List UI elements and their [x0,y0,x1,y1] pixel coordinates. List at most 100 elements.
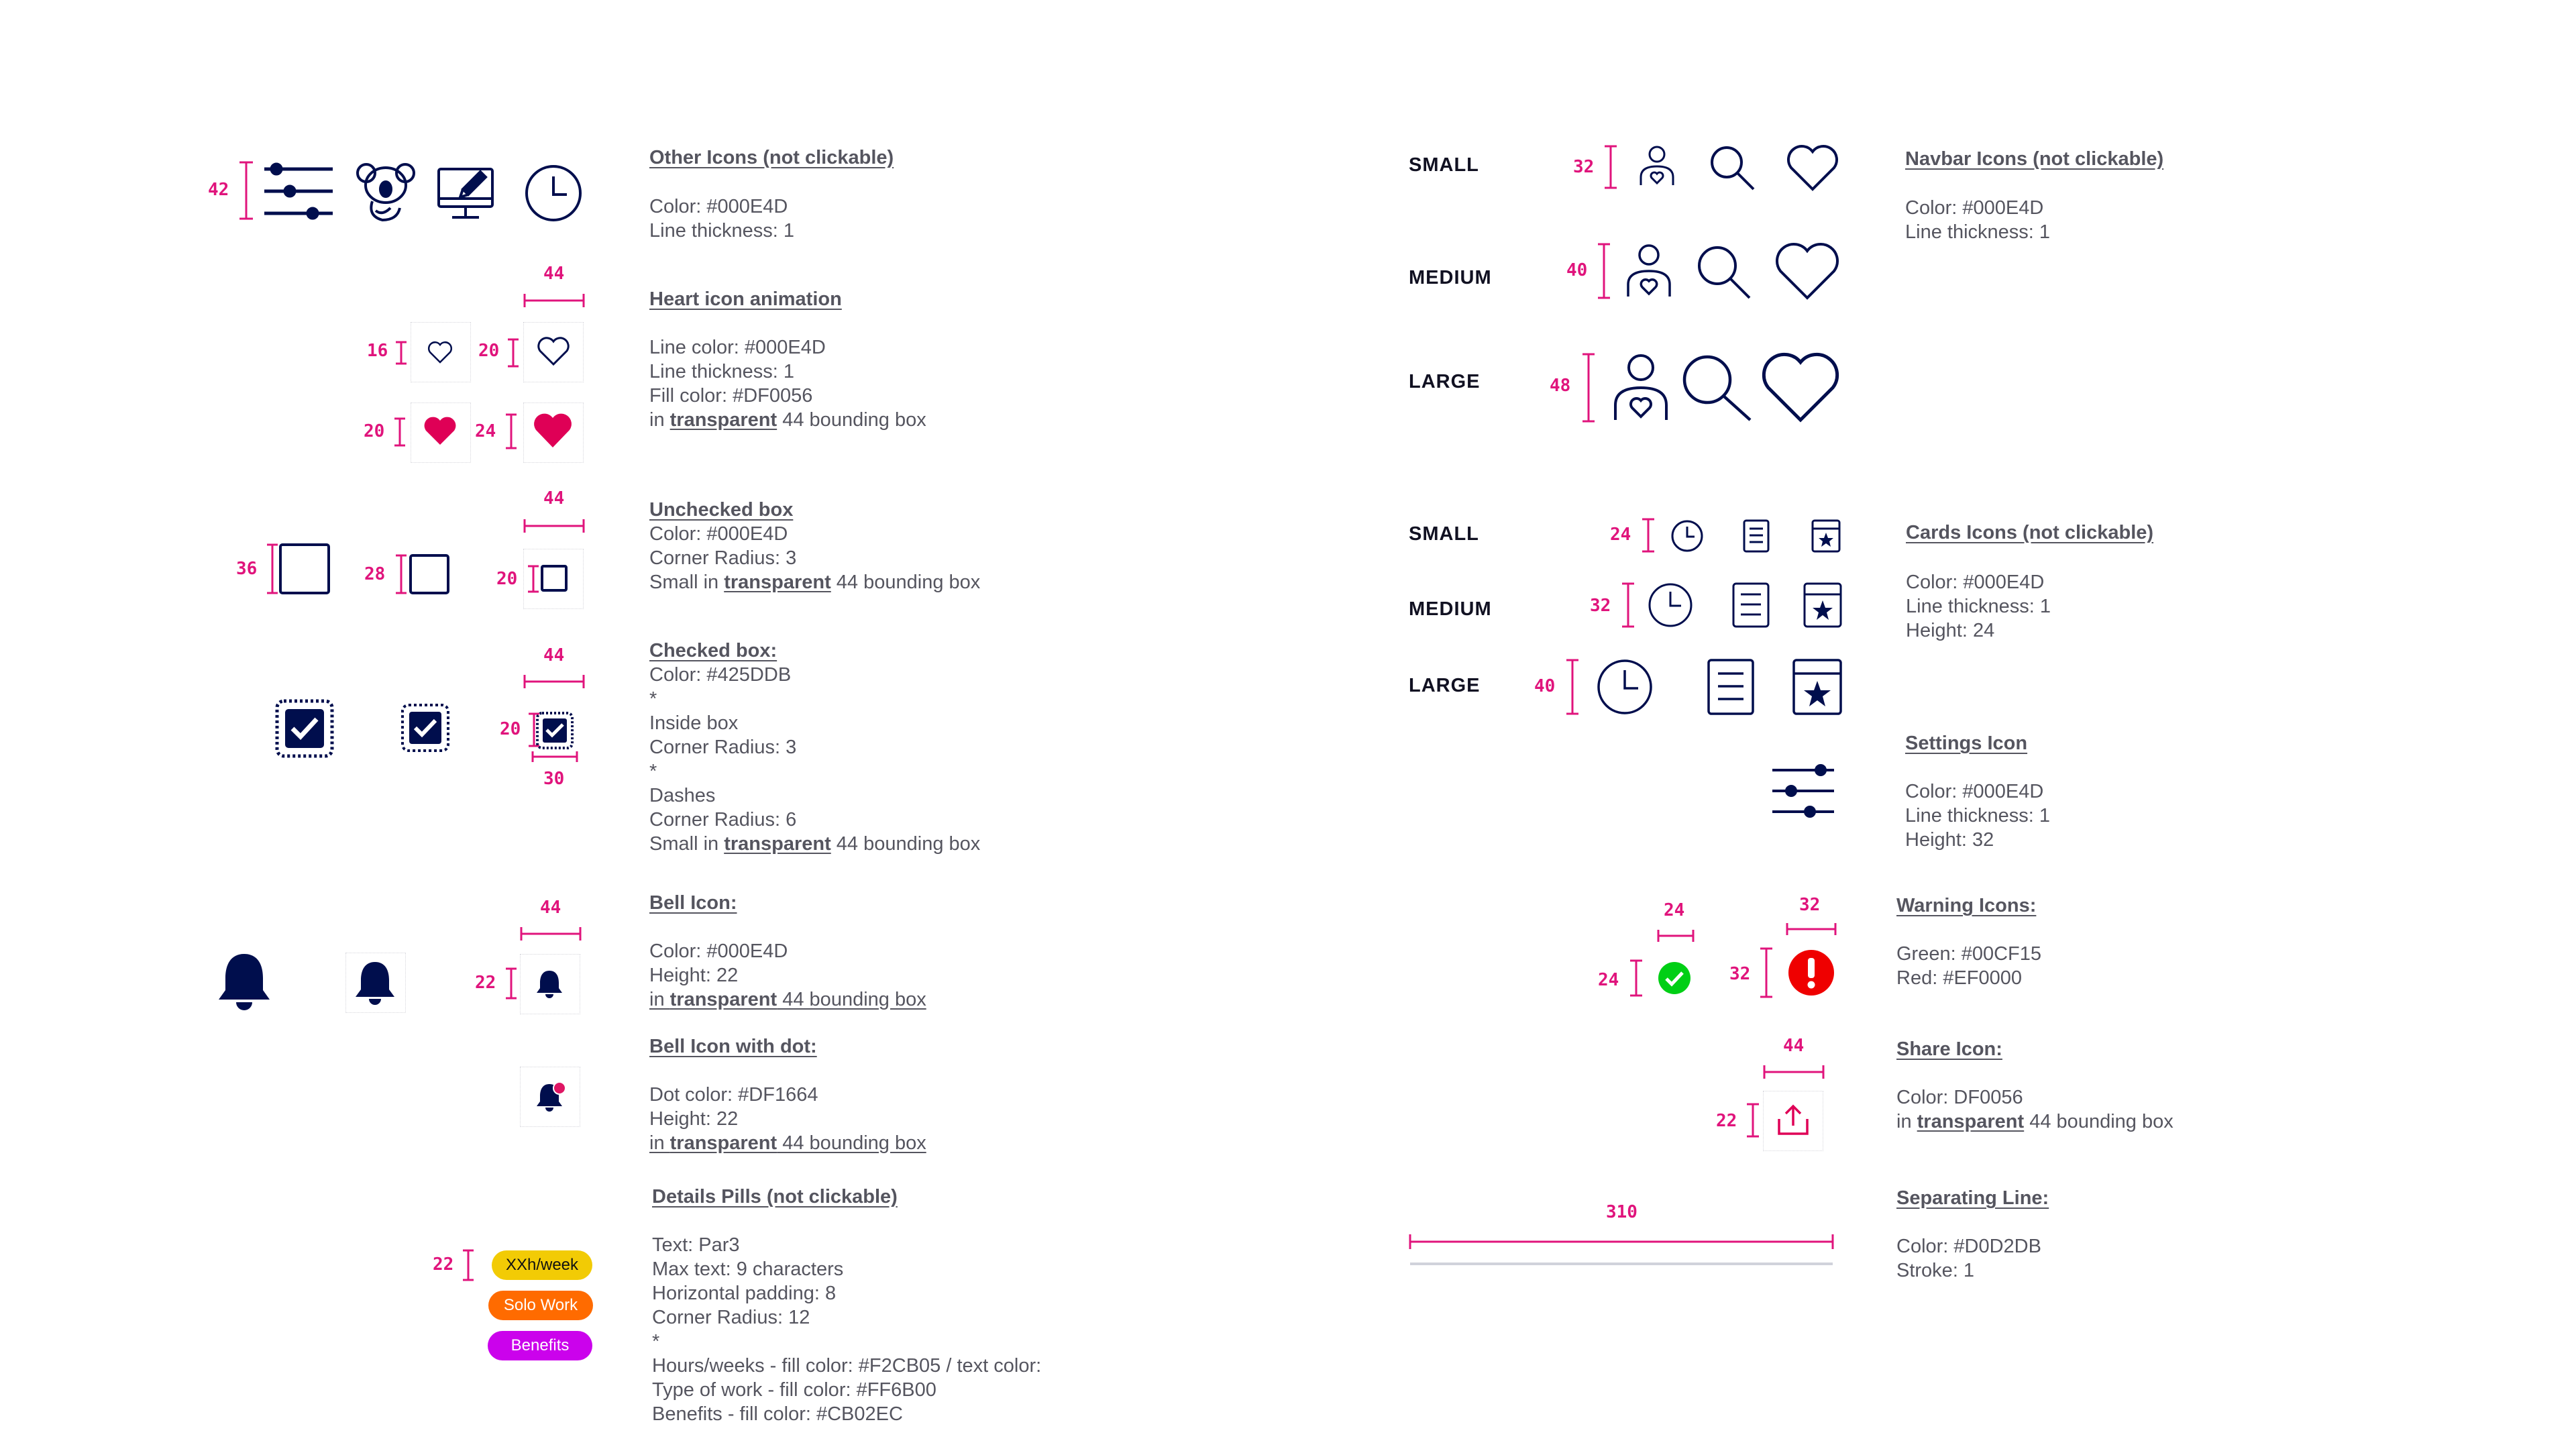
dimension-marker [239,161,253,220]
dimension-marker [528,565,539,593]
dimension-marker [1582,353,1595,423]
heart-outline-icon [428,341,452,364]
checked-line: Corner Radius: 6 [649,809,797,830]
heart-title: Heart icon animation [649,288,842,310]
checked-line: Dashes [649,785,716,806]
settings-line: Color: #000E4D [1905,781,2044,802]
pills-line: Corner Radius: 12 [652,1307,810,1328]
dim-label: 24 [1664,900,1685,920]
dimension-marker [506,967,517,1000]
heart-filled-icon [534,413,572,447]
dimension-marker [396,341,407,365]
dim-label: 24 [475,421,496,441]
dim-label: 48 [1550,376,1571,396]
bounding-box [523,322,584,382]
clock-icon [1648,583,1693,627]
bounding-box [411,402,471,463]
size-label: SMALL [1409,154,1479,176]
pill-hours: XXh/week [492,1250,592,1280]
document-icon [1707,659,1754,715]
checked-box-icon [536,712,574,749]
dimension-marker [1747,1103,1759,1138]
size-label: SMALL [1409,523,1479,545]
dim-label: 20 [364,421,385,441]
warning-title: Warning Icons: [1896,895,2037,916]
dim-label: 16 [367,341,388,361]
bell-with-dot-icon [537,1081,566,1112]
heart-outline-icon [537,337,570,366]
dim-label: 24 [1598,970,1619,990]
clock-icon [525,165,582,221]
separating-line [1410,1263,1833,1265]
dimension-marker [1566,659,1578,715]
dim-label: 44 [543,264,565,284]
document-icon [1743,519,1770,553]
search-icon [1711,146,1755,191]
dimension-marker [1409,1234,1834,1249]
bell-line: Color: #000E4D [649,941,788,962]
heart-filled-icon [424,417,456,445]
dimension-marker [523,294,585,307]
checked-line: Corner Radius: 3 [649,737,797,758]
warning-line: Green: #00CF15 [1896,943,2042,965]
dimension-marker [396,554,407,594]
navbar-line: Color: #000E4D [1905,197,2044,219]
bell-dot-line: Dot color: #DF1664 [649,1084,818,1106]
dim-label: 22 [433,1254,454,1275]
dimension-marker [1786,923,1837,935]
dim-label: 32 [1729,964,1751,984]
dimension-marker [1598,243,1610,299]
bounding-box [411,322,471,382]
checked-box-icon [401,704,449,752]
bell-icon [356,962,394,1005]
size-label: MEDIUM [1409,598,1492,620]
separator-line: Stroke: 1 [1896,1260,1975,1281]
share-line: Color: DF0056 [1896,1087,2023,1108]
bell-dot-line: Height: 22 [649,1108,739,1130]
bell-icon [219,954,270,1010]
dimension-marker [394,417,405,447]
bell-icon [537,971,562,998]
bell-title: Bell Icon: [649,892,737,914]
unchecked-line: Color: #000E4D [649,523,788,545]
cards-line: Line thickness: 1 [1906,596,2051,617]
size-label: LARGE [1409,371,1481,392]
unchecked-box-large [279,543,330,594]
dim-label: 32 [1573,157,1595,177]
error-alert-icon [1788,950,1834,996]
cards-line: Height: 24 [1906,620,1995,641]
pills-line: Text: Par3 [652,1234,740,1256]
dim-label: 28 [364,564,386,584]
star-card-icon [1792,659,1842,715]
cards-title: Cards Icons (not clickable) [1906,522,2154,543]
checked-line: * [649,688,657,710]
dim-label: 36 [236,559,258,579]
settings-line: Line thickness: 1 [1905,805,2051,826]
heart-line: Line color: #000E4D [649,337,826,358]
star-card-icon [1811,519,1841,553]
pills-line: Hours/weeks - fill color: #F2CB05 / text… [652,1355,1042,1377]
warning-line: Red: #EF0000 [1896,967,2023,989]
dimension-marker [463,1249,474,1281]
checked-title: Checked box: [649,640,777,661]
dimension-marker [1642,518,1654,553]
dim-label: 22 [475,973,496,993]
navbar-title: Navbar Icons (not clickable) [1905,148,2164,170]
document-icon [1732,582,1770,628]
pills-line: Horizontal padding: 8 [652,1283,837,1304]
computer-icon [437,168,494,219]
dim-label: 20 [478,341,500,361]
clock-icon [1671,520,1703,552]
dim-label: 22 [1716,1111,1737,1131]
heart-icon [1776,243,1839,300]
dim-label: 310 [1606,1202,1638,1222]
bell-dot-box-note: in transparent 44 bounding box [649,1132,926,1154]
pills-line: Benefits - fill color: #CB02EC [652,1403,903,1425]
unchecked-title: Unchecked box [649,499,794,521]
pills-line: * [652,1331,660,1352]
dim-label: 40 [1534,676,1556,696]
dimension-marker [508,338,519,368]
share-icon [1778,1104,1809,1135]
checked-line: Color: #425DDB [649,664,792,686]
heart-line: Fill color: #DF0056 [649,385,813,407]
